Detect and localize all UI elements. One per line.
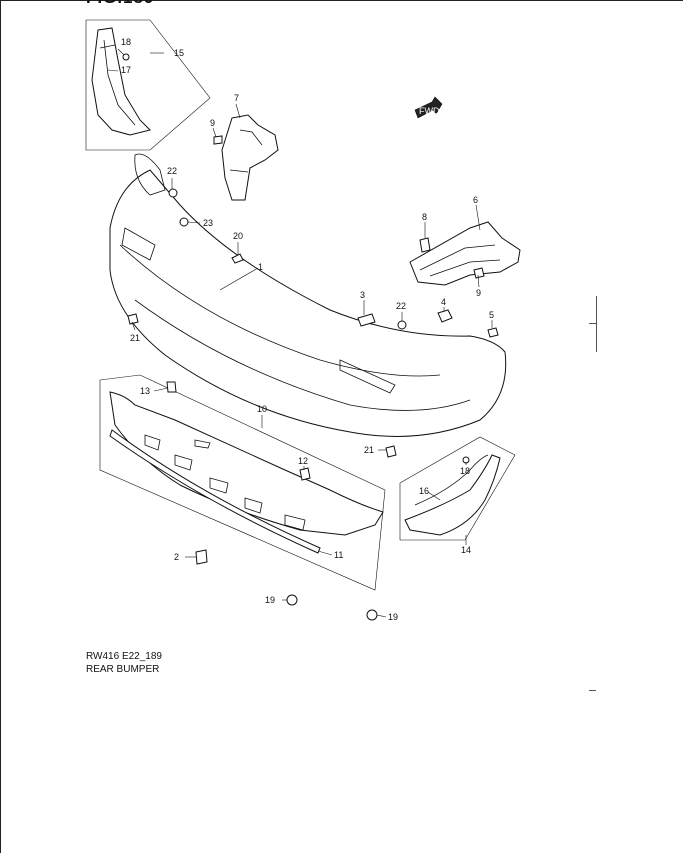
fastener-screw-20 <box>231 253 244 264</box>
fastener-nut-22a <box>168 188 178 198</box>
callout-22b: 22 <box>396 301 406 311</box>
callout-21a: 21 <box>130 333 140 343</box>
fastener-screw-5 <box>487 327 499 338</box>
fastener-clip-23 <box>179 217 189 227</box>
fwd-label: FWD <box>419 106 440 116</box>
top-border <box>0 0 683 1</box>
callout-16: 16 <box>419 486 429 496</box>
bumper-cover-part-1 <box>109 153 507 437</box>
margin-tick-horizontal <box>589 323 596 324</box>
callout-3: 3 <box>360 290 365 300</box>
callout-13: 13 <box>140 386 150 396</box>
figure-caption: RW416 E22_189 REAR BUMPER <box>86 650 162 676</box>
fastener-nut-19a <box>286 594 298 606</box>
callout-9b: 9 <box>476 288 481 298</box>
margin-tick-bottom <box>589 690 596 691</box>
lower-garnish-part-10 <box>99 374 386 591</box>
callout-18a: 18 <box>121 37 131 47</box>
callout-11: 11 <box>334 550 343 560</box>
fastener-screw-21a <box>127 313 139 325</box>
callout-22a: 22 <box>167 166 177 176</box>
moulding-strip-part-11 <box>109 429 321 554</box>
callout-labels: 1 2 3 4 5 6 7 8 9 9 10 11 12 13 14 15 16… <box>121 37 494 622</box>
margin-tick-vertical <box>596 296 597 352</box>
fastener-screw-9b <box>473 267 485 279</box>
callout-21b: 21 <box>364 445 374 455</box>
callout-10: 10 <box>257 404 267 414</box>
figure-code: RW416 E22_189 <box>86 651 162 662</box>
fastener-bolt-2 <box>195 549 208 565</box>
figure-name: REAR BUMPER <box>86 664 160 675</box>
callout-14: 14 <box>461 545 471 555</box>
fastener-nut-19b <box>366 609 378 621</box>
callout-15: 15 <box>174 48 184 58</box>
side-bracket-part-15 <box>85 19 211 151</box>
side-bracket-part-6 <box>409 221 521 286</box>
callout-6: 6 <box>473 195 478 205</box>
callout-23: 23 <box>203 218 213 228</box>
fastener-nut-4 <box>437 309 453 323</box>
callout-5: 5 <box>489 310 494 320</box>
left-border <box>0 0 1 853</box>
bumper-stay-part-7 <box>221 114 279 201</box>
fastener-nut-22b <box>397 320 407 330</box>
callout-9a: 9 <box>210 118 215 128</box>
callout-19a: 19 <box>265 595 275 605</box>
fastener-screw-9a <box>213 135 223 145</box>
callout-2: 2 <box>174 552 179 562</box>
fastener-clip-12 <box>299 467 311 481</box>
leader-lines <box>107 48 493 618</box>
forward-direction-badge: FWD <box>414 96 443 119</box>
mud-guard-part-14 <box>399 436 516 541</box>
callout-19b: 19 <box>388 612 398 622</box>
fastener-clip-8 <box>419 237 431 253</box>
callout-17: 17 <box>121 65 131 75</box>
callout-20: 20 <box>233 231 243 241</box>
figure-title: FIG.189 <box>86 0 154 8</box>
fastener-bolt-3 <box>357 313 376 327</box>
fastener-clip-13 <box>166 381 177 393</box>
callout-12: 12 <box>298 456 308 466</box>
callout-4: 4 <box>441 297 446 307</box>
callout-18b: 18 <box>460 466 470 476</box>
callout-7: 7 <box>234 93 239 103</box>
callout-1: 1 <box>258 262 263 272</box>
callout-8: 8 <box>422 212 427 222</box>
fastener-clip-18a <box>122 53 130 61</box>
fastener-screw-21b <box>385 445 397 458</box>
